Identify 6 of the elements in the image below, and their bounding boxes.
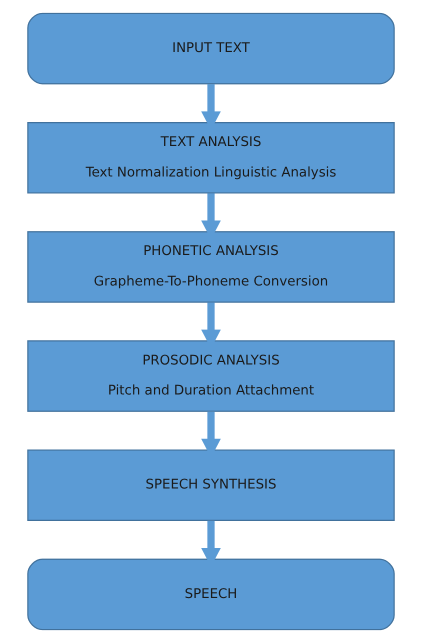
node-box: TEXT ANALYSIS Text Normalization Linguistic Analysis (26, 122, 394, 194)
node-box: PHONETIC ANALYSIS Grapheme-To-Phoneme Conversion (26, 231, 394, 303)
node-box: INPUT TEXT (26, 12, 394, 84)
node-box: SPEECH (26, 558, 394, 630)
node-box: PROSODIC ANALYSIS Pitch and Duration Attachment (26, 340, 394, 412)
node-box: SPEECH SYNTHESIS (26, 449, 394, 522)
